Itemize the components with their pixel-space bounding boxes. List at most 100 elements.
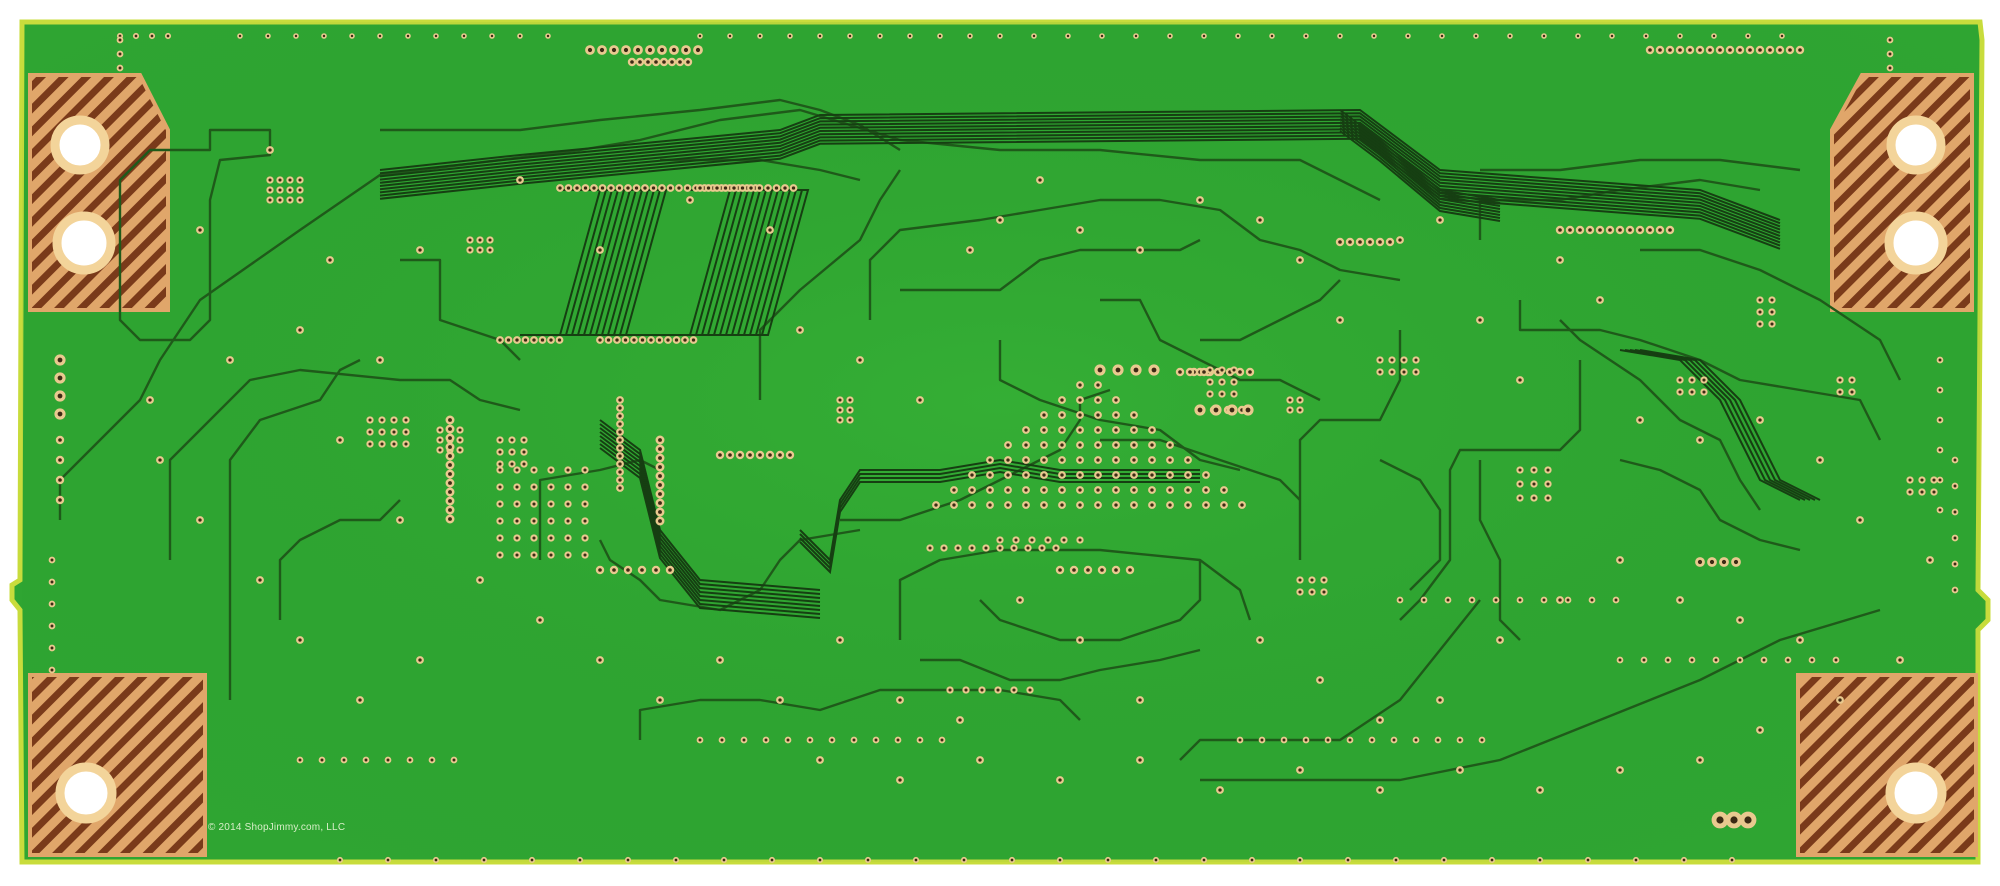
via	[547, 551, 555, 559]
via	[1388, 368, 1396, 376]
via	[655, 435, 665, 445]
via	[659, 57, 669, 67]
via	[1056, 776, 1064, 784]
via	[1768, 320, 1776, 328]
via	[466, 246, 474, 254]
bus-line	[379, 131, 1781, 244]
via	[1004, 486, 1012, 494]
via	[1194, 404, 1206, 416]
via	[1148, 501, 1156, 509]
trace	[1640, 248, 1902, 381]
via	[655, 444, 665, 454]
via	[894, 736, 902, 744]
via	[916, 396, 924, 404]
via	[1368, 736, 1376, 744]
via	[1695, 557, 1705, 567]
via	[877, 33, 883, 39]
via	[416, 656, 424, 664]
via	[116, 50, 124, 58]
via	[445, 487, 455, 497]
via	[1785, 45, 1795, 55]
via	[721, 184, 730, 192]
via	[595, 565, 605, 575]
via	[564, 184, 573, 192]
via	[1530, 494, 1538, 502]
via	[1022, 486, 1030, 494]
via	[616, 484, 624, 492]
via	[1719, 557, 1729, 567]
trace	[1200, 608, 1881, 782]
via	[293, 33, 299, 39]
via	[377, 33, 383, 39]
via	[1185, 367, 1195, 377]
via	[445, 415, 455, 425]
via	[1544, 480, 1552, 488]
via	[1456, 736, 1464, 744]
via	[775, 450, 785, 460]
via	[1645, 45, 1655, 55]
via	[1038, 544, 1046, 552]
via	[1436, 696, 1444, 704]
via	[1206, 366, 1214, 374]
trace	[118, 128, 272, 342]
via	[609, 565, 619, 575]
via	[1711, 811, 1729, 829]
via	[428, 756, 436, 764]
via	[1104, 856, 1112, 864]
trace	[998, 340, 1241, 472]
via	[1202, 471, 1210, 479]
via	[1930, 476, 1938, 484]
via	[496, 466, 504, 474]
via	[530, 517, 538, 525]
via	[1936, 416, 1944, 424]
via	[1022, 501, 1030, 509]
via	[836, 636, 844, 644]
via	[1065, 33, 1071, 39]
via	[1166, 456, 1174, 464]
via	[1688, 388, 1696, 396]
via	[384, 756, 392, 764]
via	[1076, 426, 1084, 434]
via	[1530, 480, 1538, 488]
via	[456, 436, 464, 444]
via	[1076, 456, 1084, 464]
via	[1735, 45, 1745, 55]
via	[1456, 766, 1464, 774]
via	[1930, 488, 1938, 496]
via	[286, 186, 294, 194]
via	[872, 736, 880, 744]
via	[496, 448, 504, 456]
via	[1303, 33, 1309, 39]
via	[621, 45, 631, 55]
via	[164, 32, 172, 40]
via	[1125, 565, 1135, 575]
via	[1008, 856, 1016, 864]
via	[1616, 766, 1624, 774]
via	[967, 33, 973, 39]
via	[1405, 33, 1411, 39]
via	[1564, 596, 1572, 604]
via	[768, 856, 776, 864]
vias	[48, 32, 1959, 864]
via	[1700, 376, 1708, 384]
via	[1906, 476, 1914, 484]
via	[1951, 508, 1959, 516]
via	[643, 57, 653, 67]
via	[1184, 471, 1192, 479]
via	[1595, 225, 1605, 235]
via	[1130, 501, 1138, 509]
via	[445, 478, 455, 488]
via	[1643, 33, 1649, 39]
via	[1202, 486, 1210, 494]
via	[1540, 596, 1548, 604]
via	[520, 436, 528, 444]
via	[846, 406, 854, 414]
via	[946, 686, 954, 694]
via	[846, 416, 854, 424]
via	[997, 33, 1003, 39]
via	[1396, 236, 1404, 244]
via	[950, 501, 958, 509]
via	[686, 196, 694, 204]
via	[757, 33, 763, 39]
via	[286, 196, 294, 204]
